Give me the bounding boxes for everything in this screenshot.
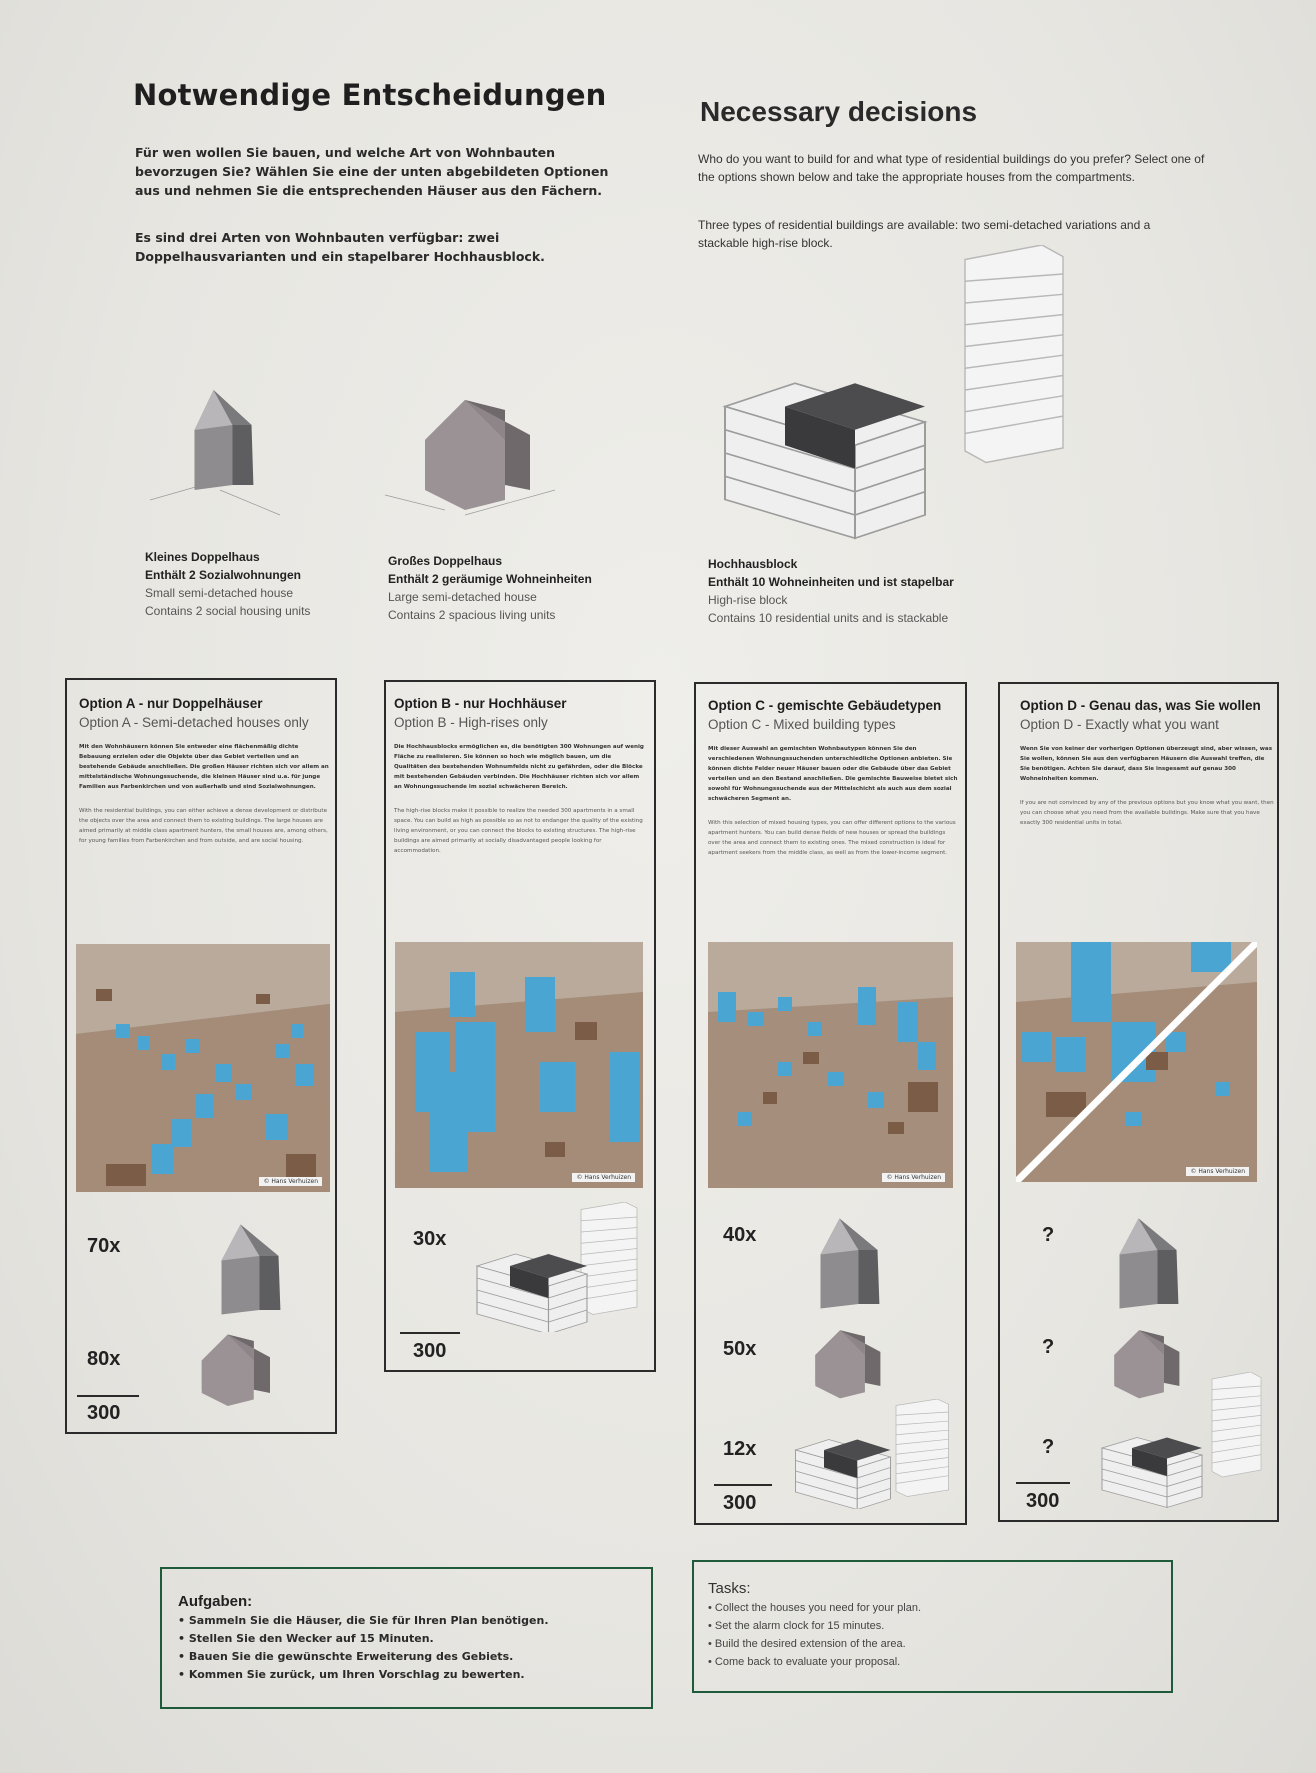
intro-en: Who do you want to build for and what ty… [698,152,1205,184]
option-a-photo: © Hans Verhuizen [76,944,330,1192]
option-d-panel: Option D - Genau das, was Sie wollen Opt… [998,682,1279,1522]
large-name-de: Großes Doppelhaus [388,554,503,568]
option-b-title-en: Option B - High-rises only [394,715,548,730]
tasks-panel-en: Tasks: Collect the houses you need for y… [692,1560,1173,1693]
option-a-sum-rule [77,1395,139,1397]
page-title-de: Notwendige Entscheidungen [133,78,607,112]
option-b-title-de: Option B - nur Hochhäuser [394,696,567,711]
option-c-small-house-icon [820,1218,880,1309]
types-en: Three types of residential buildings are… [698,218,1151,250]
option-d-count-3: ? [1042,1436,1055,1458]
option-d-small-house-icon [1119,1218,1179,1309]
page-title-en: Necessary decisions [700,96,978,127]
task-item-de-2: Stellen Sie den Wecker auf 15 Minuten. [178,1630,549,1648]
highrise-desc-en: Contains 10 residential units and is sta… [708,611,949,625]
option-d-highrise-icon [1101,1372,1262,1508]
option-a-panel: Option A - nur Doppelhäuser Option A - S… [65,678,337,1434]
option-d-text-en: If you are not convinced by any of the p… [1020,800,1274,826]
option-a-large-house-icon [201,1334,270,1406]
option-d-count-2: ? [1042,1336,1055,1358]
option-b-text-de: Die Hochhausblocks ermöglichen es, die b… [394,744,644,790]
task-item-en-1: Collect the houses you need for your pla… [708,1599,921,1617]
option-c-title-de: Option C - gemischte Gebäudetypen [708,698,942,713]
option-c-highrise-icon [795,1399,949,1509]
highrise-name-en: High-rise block [708,593,788,607]
highrise-name-de: Hochhausblock [708,557,798,571]
types-de: Es sind drei Arten von Wohnbauten verfüg… [135,230,545,264]
option-a-small-house-icon [221,1224,281,1315]
option-c-sum-rule [714,1484,772,1486]
large-desc-de: Enthält 2 geräumige Wohneinheiten [388,572,592,586]
option-b-panel: Option B - nur Hochhäuser Option B - Hig… [384,680,656,1372]
task-item-de-1: Sammeln Sie die Häuser, die Sie für Ihre… [178,1612,549,1630]
option-d-sum-rule [1016,1482,1070,1484]
house-label-small: Kleines Doppelhaus Enthält 2 Sozialwohnu… [145,548,310,620]
small-name-de: Kleines Doppelhaus [145,550,260,564]
option-c-count-3: 12x [723,1438,757,1460]
option-b-highrise-icon [476,1202,638,1332]
option-b-sum-rule [400,1332,460,1334]
large-house-drawing [385,400,556,516]
option-a-title-en: Option A - Semi-detached houses only [79,715,309,730]
option-d-credit: © Hans Verhuizen [1186,1167,1249,1176]
option-c-total: 300 [723,1492,757,1514]
option-c-text-en: With this selection of mixed housing typ… [708,820,956,856]
option-a-title-de: Option A - nur Doppelhäuser [79,696,263,711]
small-name-en: Small semi-detached house [145,586,294,600]
highrise-desc-de: Enthält 10 Wohneinheiten und ist stapelb… [708,575,954,589]
task-item-de-3: Bauen Sie die gewünschte Erweiterung des… [178,1648,549,1666]
option-d-count-1: ? [1042,1224,1055,1246]
option-c-text-de: Mit dieser Auswahl an gemischten Wohnbau… [708,746,958,802]
task-item-en-4: Come back to evaluate your proposal. [708,1653,921,1671]
option-a-total: 300 [87,1402,121,1424]
task-item-de-4: Kommen Sie zurück, um Ihren Vorschlag zu… [178,1666,549,1684]
option-a-text-en: With the residential buildings, you can … [79,808,328,844]
house-label-large: Großes Doppelhaus Enthält 2 geräumige Wo… [388,552,592,624]
option-c-count-1: 40x [723,1224,757,1246]
highrise-drawing [724,245,1064,540]
task-item-en-2: Set the alarm clock for 15 minutes. [708,1617,921,1635]
tasks-title-de: Aufgaben: [178,1593,253,1610]
option-d-photo: © Hans Verhuizen [1016,942,1257,1182]
option-b-count-1: 30x [413,1228,447,1250]
large-desc-en: Contains 2 spacious living units [388,608,556,622]
option-b-text-en: The high-rise blocks make it possible to… [394,808,643,854]
option-c-photo: © Hans Verhuizen [708,942,953,1188]
option-c-count-2: 50x [723,1338,757,1360]
option-d-text-de: Wenn Sie von keiner der vorherigen Optio… [1020,746,1273,782]
tasks-list-en: Collect the houses you need for your pla… [708,1599,921,1671]
intro-de: Für wen wollen Sie bauen, und welche Art… [135,145,609,198]
option-d-title-en: Option D - Exactly what you want [1020,717,1219,732]
tasks-list-de: Sammeln Sie die Häuser, die Sie für Ihre… [178,1612,549,1684]
option-d-title-de: Option D - Genau das, was Sie wollen [1020,698,1261,713]
option-c-title-en: Option C - Mixed building types [708,717,896,732]
option-c-panel: Option C - gemischte Gebäudetypen Option… [694,682,967,1525]
small-desc-de: Enthält 2 Sozialwohnungen [145,568,301,582]
option-d-total: 300 [1026,1490,1060,1512]
house-label-highrise: Hochhausblock Enthält 10 Wohneinheiten u… [708,555,954,627]
small-desc-en: Contains 2 social housing units [145,604,311,618]
option-b-photo: © Hans Verhuizen [395,942,643,1188]
large-name-en: Large semi-detached house [388,590,537,604]
small-house-drawing [150,390,281,516]
option-a-count-1: 70x [87,1235,121,1257]
option-a-count-2: 80x [87,1348,121,1370]
option-c-credit: © Hans Verhuizen [882,1173,945,1182]
tasks-panel-de: Aufgaben: Sammeln Sie die Häuser, die Si… [160,1567,653,1709]
tasks-title-en: Tasks: [708,1580,751,1597]
option-a-text-de: Mit den Wohnhäusern können Sie entweder … [79,744,329,790]
task-item-en-3: Build the desired extension of the area. [708,1635,921,1653]
option-a-credit: © Hans Verhuizen [259,1177,322,1186]
option-b-credit: © Hans Verhuizen [572,1173,635,1182]
option-b-total: 300 [413,1340,447,1362]
